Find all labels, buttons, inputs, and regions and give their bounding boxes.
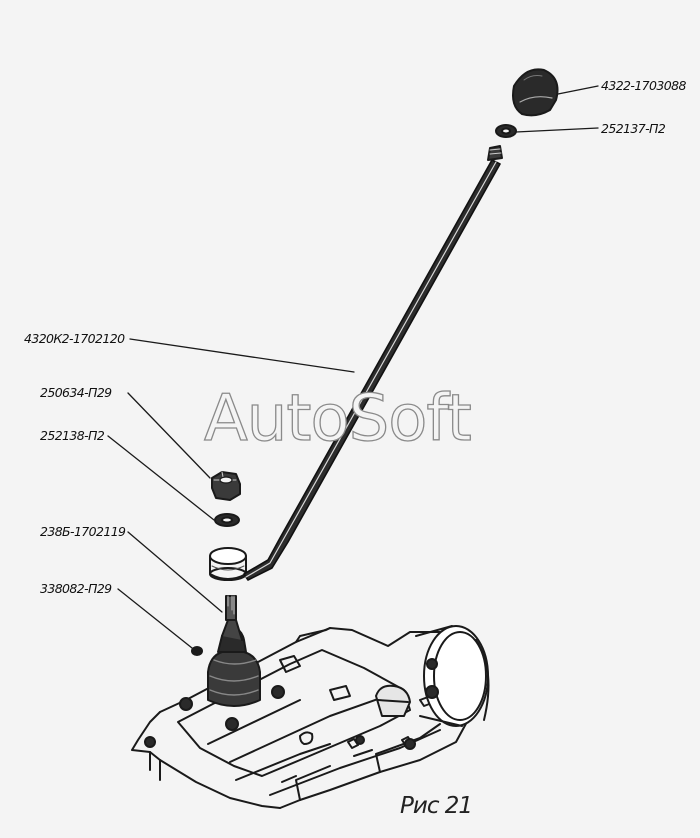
lower-lever	[225, 595, 237, 621]
part-label-lock-washer: 252138-П2	[40, 428, 105, 443]
lever-knob	[512, 68, 559, 117]
watermark: AutoSoft	[203, 381, 472, 456]
lever-socket	[209, 547, 247, 581]
nut	[211, 471, 241, 501]
figure-caption: Рис 21	[400, 793, 473, 819]
gearbox-housing	[131, 625, 490, 809]
leader-lines	[107, 85, 599, 649]
part-label-knob: 4322-1703088	[601, 78, 686, 93]
part-label-pin: 338082-П29	[40, 581, 112, 596]
rubber-boot	[207, 619, 261, 707]
top-washer	[495, 124, 517, 138]
part-label-lever: 4320К2-1702120	[24, 331, 125, 346]
gear-lever-rod	[243, 145, 503, 581]
part-label-top-washer: 252137-П2	[601, 121, 666, 136]
pin	[191, 646, 203, 656]
part-label-nut: 250634-П29	[40, 385, 112, 400]
lock-washer	[214, 513, 240, 527]
part-label-lower-lever: 238Б-1702119	[40, 524, 126, 539]
